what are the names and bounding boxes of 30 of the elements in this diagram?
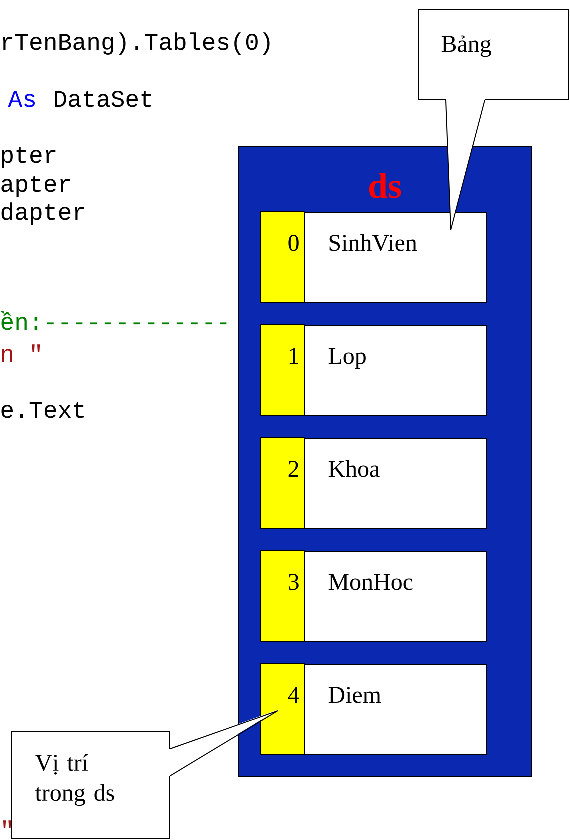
table-name: Diem xyxy=(328,687,382,704)
table-name: Khoa xyxy=(328,460,380,478)
table-name: Lop xyxy=(328,348,366,370)
table-row xyxy=(260,664,487,756)
index-number: 4 xyxy=(288,687,300,703)
callout-box: Vị trí trong ds xyxy=(12,710,278,840)
table-name: MonHoc xyxy=(328,574,413,590)
code-text: pter xyxy=(2,147,56,168)
code-text: apter xyxy=(2,176,70,197)
node-label: Vị trí trong ds xyxy=(35,754,114,806)
code-text: n " xyxy=(2,344,40,362)
table-row xyxy=(260,550,487,642)
table-row xyxy=(260,212,487,304)
table-row xyxy=(260,324,487,416)
index-number: 1 xyxy=(290,348,298,364)
code-text: dapter xyxy=(2,202,84,225)
code-text: ền:------------- xyxy=(1,312,227,330)
callout-pointer xyxy=(446,100,486,230)
callout-box: Bảng xyxy=(418,10,570,230)
code-text: DataSet xyxy=(55,90,152,108)
code-text: e.Text xyxy=(2,402,84,418)
callout-pointer xyxy=(170,710,278,776)
code-text: rTenBang).Tables(0) xyxy=(3,32,270,55)
node-label: Bảng xyxy=(442,36,492,58)
index-number: 3 xyxy=(288,574,299,590)
code-text: As xyxy=(8,91,36,108)
table-row xyxy=(260,438,487,530)
index-number: 2 xyxy=(288,461,298,477)
table-name: SinhVien xyxy=(330,234,418,252)
index-number: 0 xyxy=(288,235,299,252)
